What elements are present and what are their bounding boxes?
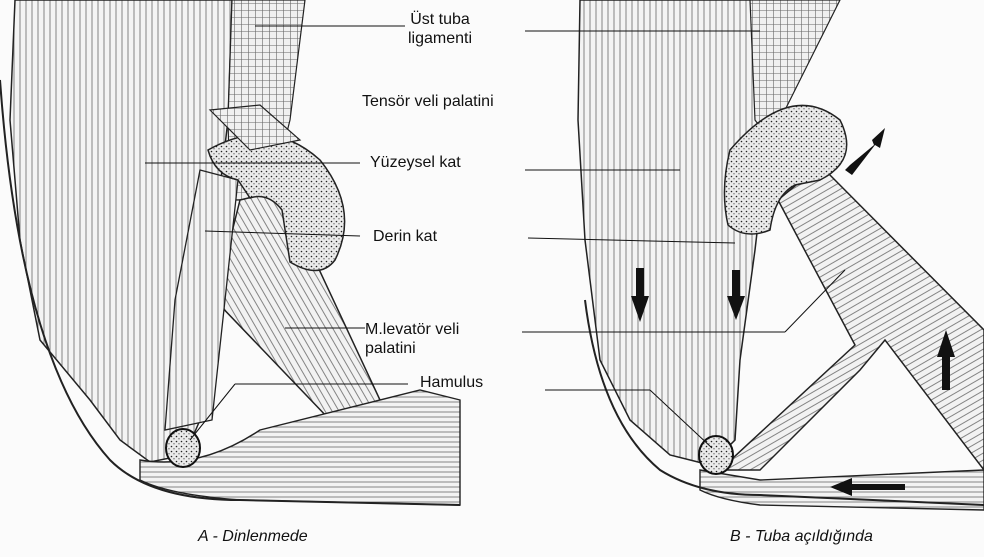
hamulus-b (699, 436, 733, 474)
label-tensor: Tensör veli palatini (362, 92, 494, 111)
label-yuzeysel: Yüzeysel kat (370, 153, 461, 172)
label-ust-tuba: Üst tuba ligamenti (408, 10, 472, 48)
label-levator: M.levatör veli palatini (365, 320, 459, 358)
caption-a: A - Dinlenmede (198, 528, 308, 546)
label-levator-line2: palatini (365, 339, 459, 358)
label-derin: Derin kat (373, 227, 437, 246)
label-ust-tuba-line1: Üst tuba (408, 10, 472, 29)
panel-a (0, 0, 460, 505)
panel-b (522, 0, 984, 510)
label-levator-line1: M.levatör veli (365, 320, 459, 339)
caption-b: B - Tuba açıldığında (730, 528, 873, 546)
label-hamulus: Hamulus (420, 373, 483, 392)
label-ust-tuba-line2: ligamenti (408, 29, 472, 48)
